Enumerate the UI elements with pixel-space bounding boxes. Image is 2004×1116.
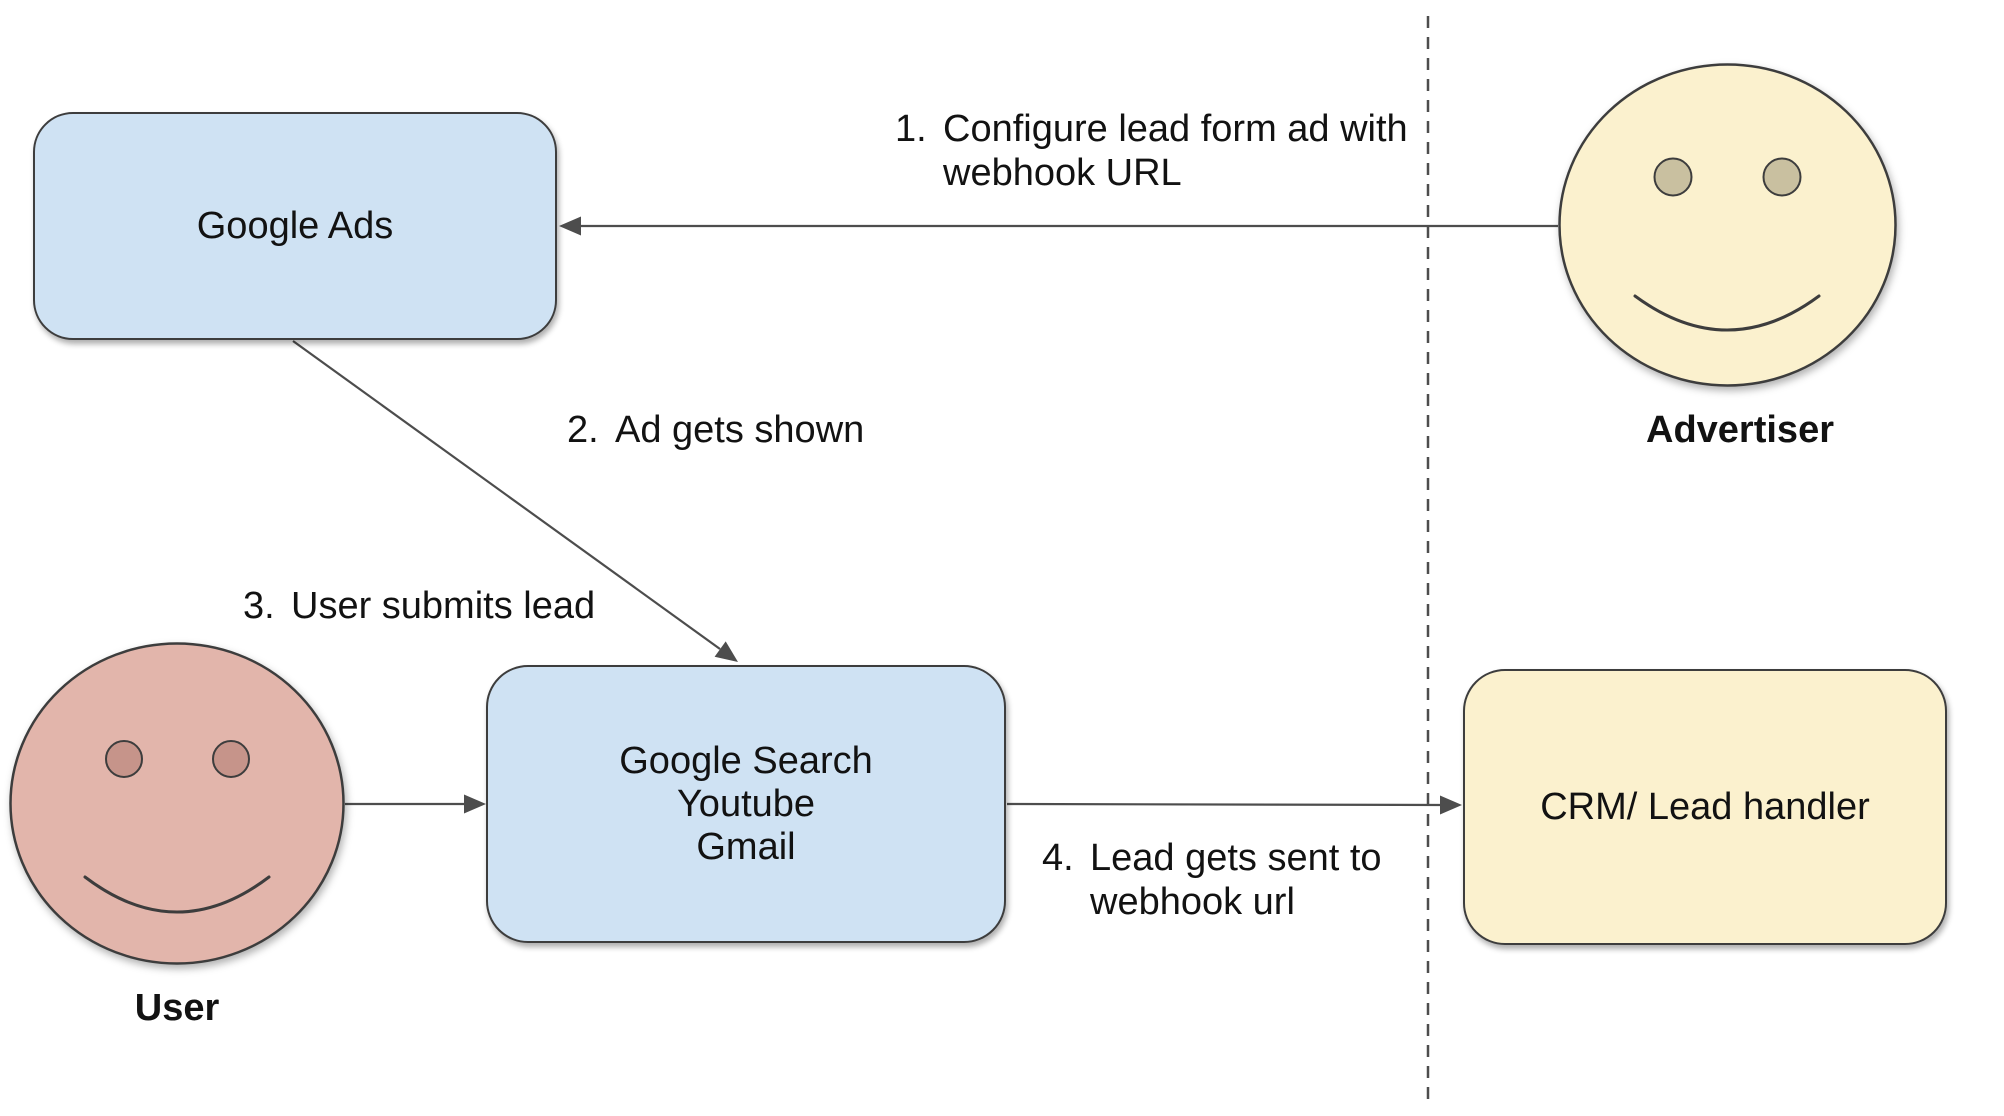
step-3-number: 3. — [243, 585, 275, 627]
user-eye-left — [105, 740, 143, 778]
step-2-text: Ad gets shown — [615, 408, 864, 452]
step-1-text: Configure lead form ad with webhook URL — [943, 107, 1408, 195]
arrow-step-2-head — [714, 641, 738, 662]
arrow-step-4-line — [1006, 802, 1443, 807]
step-3-annotation: 3. User submits lead — [243, 584, 595, 628]
crm-label: CRM/ Lead handler — [1540, 785, 1870, 828]
google-ads-label: Google Ads — [196, 204, 394, 247]
step-1-annotation: 1. Configure lead form ad with webhook U… — [895, 107, 1408, 195]
user-face-icon — [9, 642, 345, 965]
surface-line-gmail: Gmail — [696, 825, 796, 868]
arrow-step-4 — [1006, 795, 1462, 815]
crm-node: CRM/ Lead handler — [1463, 669, 1947, 945]
user-head — [9, 642, 345, 965]
step-1-line-2: webhook URL — [943, 152, 1182, 194]
advertiser-face — [1558, 63, 1897, 387]
advertiser-eye-right — [1762, 157, 1802, 197]
arrow-step-1 — [559, 216, 1558, 236]
user-label: User — [134, 987, 220, 1029]
step-2-annotation: 2. Ad gets shown — [567, 408, 864, 452]
step-3-line-1: User submits lead — [291, 585, 596, 627]
advertiser-eye-left — [1653, 157, 1693, 197]
surface-line-youtube: Youtube — [676, 782, 816, 825]
user-smile — [83, 875, 271, 914]
step-4-number: 4. — [1042, 837, 1074, 879]
arrow-step-3-head — [464, 794, 486, 814]
step-4-line-2: webhook url — [1090, 881, 1295, 923]
step-4-line-1: Lead gets sent to — [1090, 837, 1382, 879]
advertiser-face-icon — [1558, 63, 1897, 387]
user-face — [9, 642, 345, 965]
advertiser-smile — [1633, 294, 1821, 332]
step-1-line-1: Configure lead form ad with — [943, 108, 1408, 150]
step-2-number: 2. — [567, 409, 599, 451]
step-1-number: 1. — [895, 108, 927, 150]
step-4-text: Lead gets sent to webhook url — [1090, 836, 1382, 924]
advertiser-head — [1558, 63, 1897, 387]
step-2-line-1: Ad gets shown — [615, 409, 865, 451]
step-3-text: User submits lead — [291, 584, 595, 628]
arrow-step-4-head — [1440, 795, 1462, 815]
user-eye-right — [212, 740, 250, 778]
google-ads-node: Google Ads — [33, 112, 557, 340]
step-4-annotation: 4. Lead gets sent to webhook url — [1042, 836, 1382, 924]
google-surfaces-label: Google Search Youtube Gmail — [619, 740, 873, 869]
arrow-step-3 — [345, 794, 486, 814]
advertiser-label: Advertiser — [1646, 409, 1834, 451]
surface-line-google-search: Google Search — [619, 739, 873, 782]
google-surfaces-node: Google Search Youtube Gmail — [486, 665, 1006, 943]
arrow-step-1-head — [559, 216, 581, 236]
